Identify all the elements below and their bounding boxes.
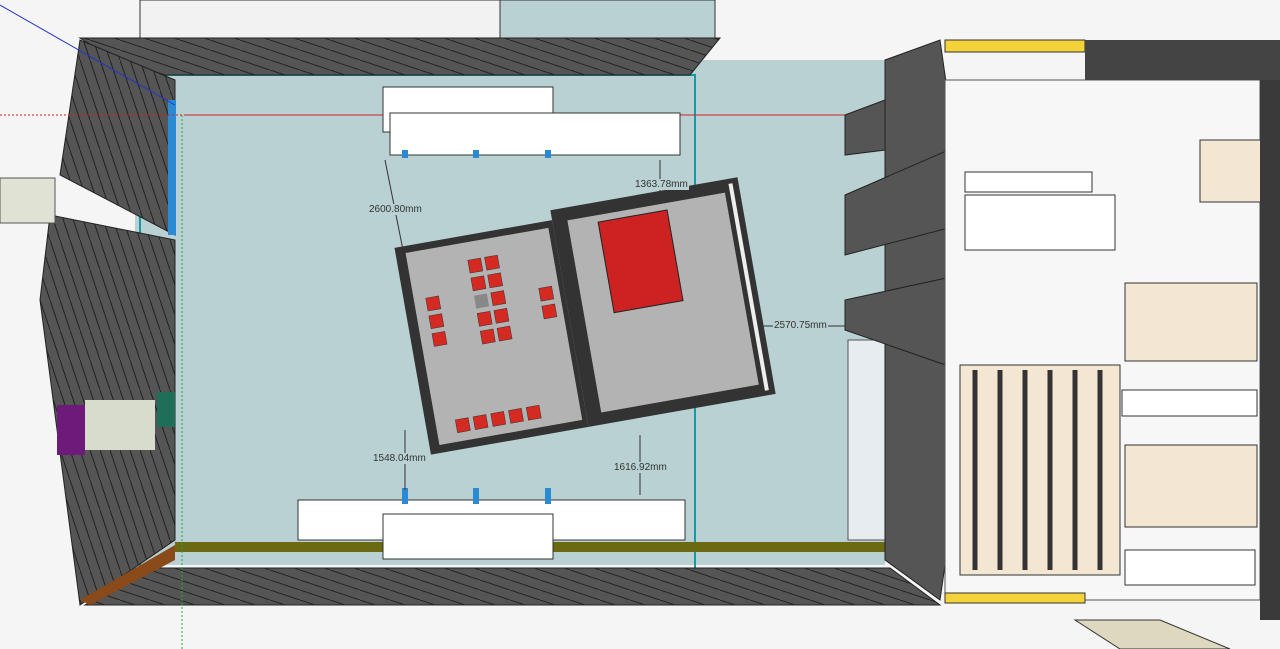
brown-strip bbox=[80, 545, 175, 605]
top-floor-area bbox=[499, 0, 716, 41]
dimension-label-top-gap: 1363.78mm bbox=[634, 179, 689, 190]
top-building-block bbox=[139, 0, 501, 41]
dimension-label-right-gap: 2570.75mm bbox=[773, 320, 828, 331]
top-bench-lower bbox=[389, 112, 681, 156]
bottom-bench-upper bbox=[382, 513, 554, 560]
top-right-structure bbox=[1085, 40, 1280, 80]
green-panel bbox=[157, 392, 175, 427]
yellow-beam-bottom bbox=[944, 592, 1086, 604]
left-outside-structure bbox=[0, 177, 56, 224]
left-blue-column bbox=[168, 100, 176, 235]
seats bbox=[425, 254, 558, 433]
top-roof-panels bbox=[78, 37, 722, 76]
dimension-label-left-gap: 2600.80mm bbox=[368, 204, 423, 215]
stage bbox=[597, 209, 684, 314]
stair-block bbox=[964, 194, 1116, 251]
dimension-label-bottom-left-gap: 1548.04mm bbox=[372, 453, 427, 464]
grey-seat bbox=[474, 293, 490, 309]
shelving bbox=[959, 364, 1121, 576]
dimension-label-bottom-gap: 1616.92mm bbox=[613, 462, 668, 473]
right-edge-wall bbox=[1260, 80, 1280, 620]
room-module-group bbox=[394, 177, 776, 455]
bottom-roof-panels bbox=[83, 567, 942, 606]
purple-panel bbox=[57, 405, 85, 455]
right-glass-wall bbox=[847, 339, 889, 541]
yellow-beam-top bbox=[944, 39, 1086, 53]
crate-2 bbox=[1124, 282, 1258, 362]
crate-3 bbox=[1124, 444, 1258, 528]
blue-axis bbox=[0, 4, 176, 106]
right-room-glass bbox=[728, 183, 769, 391]
light-panel bbox=[85, 400, 155, 450]
